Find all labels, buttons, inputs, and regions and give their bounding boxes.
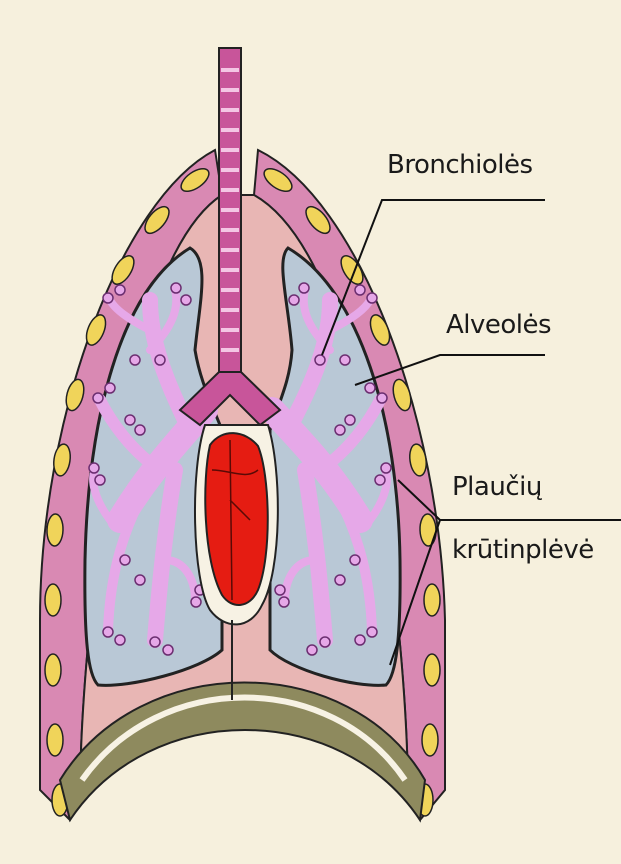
label-pleura-line1: Plaučių [452,472,542,502]
label-alveoles: Alveolės [446,310,551,340]
trachea-rings [221,70,239,350]
heart [205,433,267,605]
label-pleura-line2: krūtinplėvė [452,535,594,565]
label-bronchioles: Bronchiolės [387,150,533,180]
